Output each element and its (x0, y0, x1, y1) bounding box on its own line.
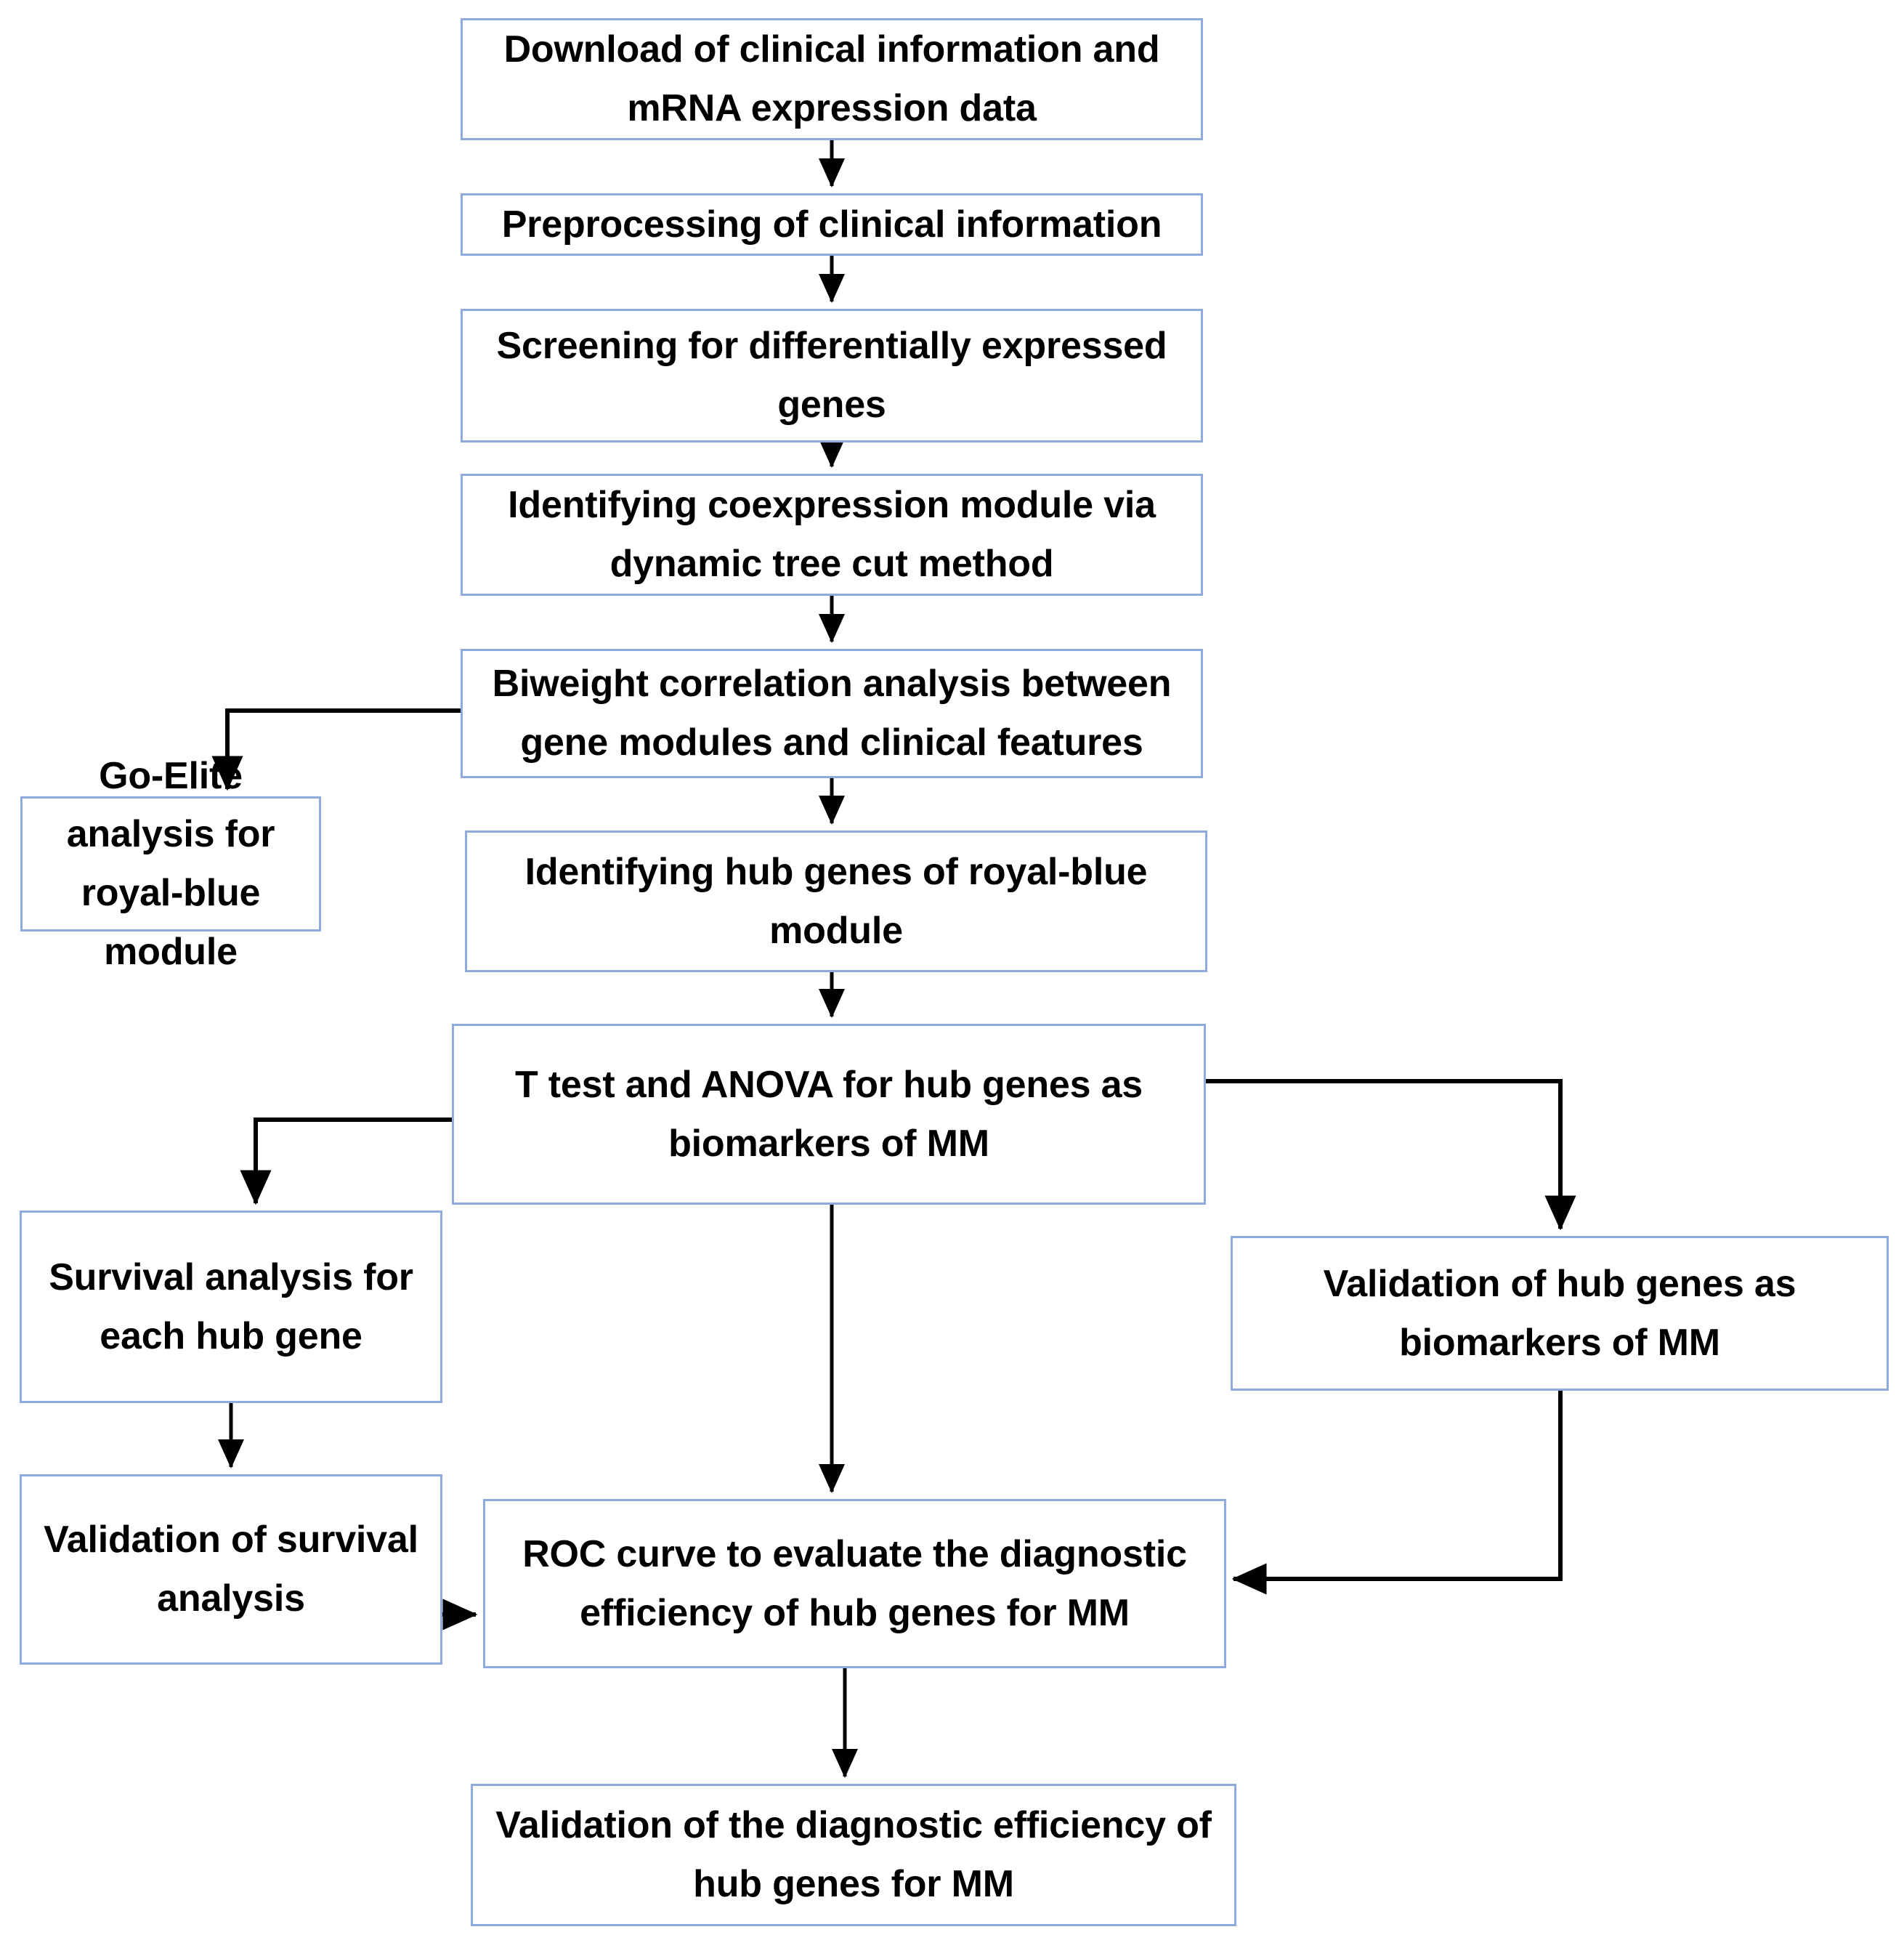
connector-ttest-to-survival (240, 1118, 452, 1205)
node-biweight-correlation-label: Biweight correlation analysis between ge… (492, 663, 1172, 764)
node-identifying-hub-genes[interactable]: Identifying hub genes of royal-blue modu… (465, 831, 1207, 972)
node-go-elite-label: Go-Elite analysis for royal-blue module (66, 754, 275, 973)
node-survival-analysis[interactable]: Survival analysis for each hub gene (20, 1211, 442, 1403)
node-preprocessing[interactable]: Preprocessing of clinical information (461, 193, 1203, 256)
node-download-label: Download of clinical information and mRN… (503, 28, 1160, 129)
node-screening[interactable]: Screening for differentially expressed g… (461, 309, 1203, 442)
node-validation-hub-genes-label: Validation of hub genes as biomarkers of… (1323, 1262, 1796, 1364)
node-survival-analysis-label: Survival analysis for each hub gene (49, 1256, 413, 1357)
node-go-elite[interactable]: Go-Elite analysis for royal-blue module (20, 755, 321, 973)
node-identifying-hub-genes-label: Identifying hub genes of royal-blue modu… (524, 850, 1148, 952)
node-ttest-anova-label: T test and ANOVA for hub genes as biomar… (514, 1063, 1143, 1165)
node-roc-curve[interactable]: ROC curve to evaluate the diagnostic eff… (483, 1499, 1226, 1668)
node-screening-label: Screening for differentially expressed g… (496, 325, 1167, 426)
node-ttest-anova[interactable]: T test and ANOVA for hub genes as biomar… (452, 1024, 1206, 1205)
node-download[interactable]: Download of clinical information and mRN… (461, 18, 1203, 140)
node-validation-diagnostic[interactable]: Validation of the diagnostic efficiency … (471, 1784, 1236, 1926)
node-biweight-correlation[interactable]: Biweight correlation analysis between ge… (461, 649, 1203, 778)
node-validation-hub-genes[interactable]: Validation of hub genes as biomarkers of… (1231, 1236, 1889, 1391)
node-coexpression[interactable]: Identifying coexpression module via dyna… (461, 474, 1203, 596)
node-roc-curve-label: ROC curve to evaluate the diagnostic eff… (522, 1532, 1187, 1634)
node-validation-survival-label: Validation of survival analysis (44, 1519, 418, 1620)
node-validation-diagnostic-label: Validation of the diagnostic efficiency … (495, 1804, 1212, 1905)
connector-ttest-to-validation-hub (1206, 1079, 1576, 1231)
node-coexpression-label: Identifying coexpression module via dyna… (508, 484, 1156, 585)
node-validation-survival[interactable]: Validation of survival analysis (20, 1474, 442, 1665)
node-preprocessing-label: Preprocessing of clinical information (501, 203, 1162, 246)
connector-validation-hub-to-roc (1231, 1391, 1563, 1595)
